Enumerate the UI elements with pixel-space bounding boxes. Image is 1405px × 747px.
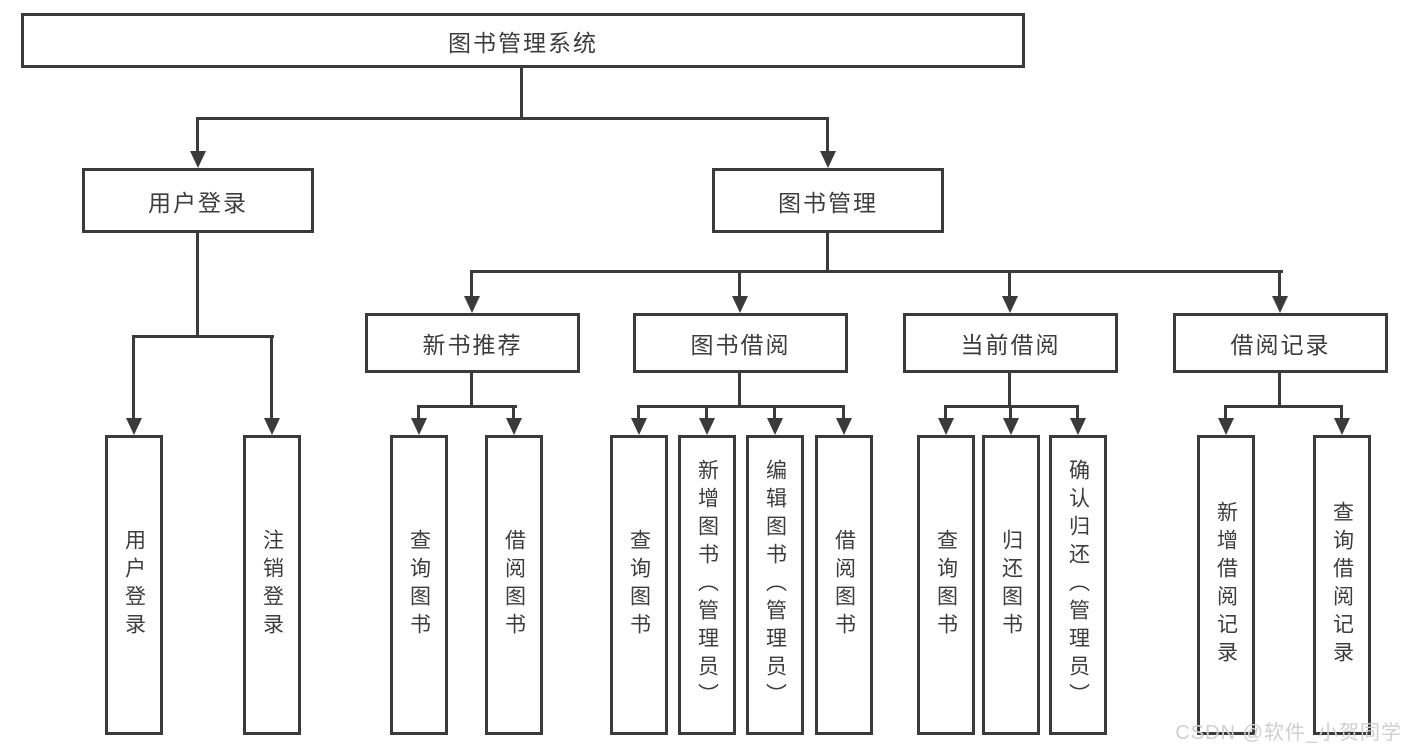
leaf-user-login: 用户登录 (105, 435, 163, 735)
connector-line (270, 335, 273, 419)
connector-line (417, 405, 517, 408)
csdn-watermark: CSDN @软件_小贺同学 (1175, 722, 1402, 744)
connector-line (1008, 373, 1011, 408)
node-book-borrowing-label: 图书借阅 (690, 332, 791, 358)
arrow-down-icon (506, 418, 522, 435)
arrow-down-icon (631, 418, 647, 435)
connector-line (417, 405, 420, 419)
node-borrowing-records: 借阅记录 (1173, 313, 1388, 373)
connector-line (196, 117, 829, 120)
arrow-down-icon (1003, 418, 1019, 435)
arrow-down-icon (1070, 418, 1086, 435)
leaf-borrow-books: 借阅图书 (815, 435, 873, 735)
node-current-borrowing-label: 当前借阅 (960, 332, 1061, 358)
arrow-down-icon (1334, 418, 1350, 435)
connector-line (1340, 405, 1343, 419)
arrow-down-icon (411, 418, 427, 435)
node-book-management: 图书管理 (712, 168, 944, 233)
connector-line (470, 373, 473, 408)
connector-line (773, 405, 776, 419)
arrow-down-icon (190, 151, 206, 168)
node-current-borrowing: 当前借阅 (903, 313, 1118, 373)
node-library-system: 图书管理系统 (21, 13, 1025, 68)
arrow-down-icon (767, 418, 783, 435)
connector-line (826, 117, 829, 153)
connector-line (842, 405, 845, 419)
leaf-add-borrow-record: 新增借阅记录 (1197, 435, 1255, 735)
arrow-down-icon (264, 418, 280, 435)
connector-line (826, 233, 829, 273)
arrow-down-icon (1218, 418, 1234, 435)
arrow-down-icon (464, 296, 480, 313)
leaf-query-borrow-record: 查询借阅记录 (1313, 435, 1371, 735)
arrow-down-icon (1272, 296, 1288, 313)
node-borrowing-records-label: 借阅记录 (1230, 332, 1331, 358)
leaf-borrow-books-recommend: 借阅图书 (485, 435, 543, 735)
node-book-management-label: 图书管理 (778, 189, 878, 216)
connector-line (738, 270, 741, 297)
node-new-book-recommend-label: 新书推荐 (422, 332, 523, 358)
connector-line (132, 335, 274, 338)
node-user-login: 用户登录 (82, 168, 314, 233)
connector-line (1008, 270, 1011, 297)
node-book-borrowing: 图书借阅 (633, 313, 848, 373)
connector-line (1224, 405, 1343, 408)
connector-line (470, 270, 1283, 273)
node-user-login-label: 用户登录 (148, 189, 248, 216)
connector-line (738, 373, 741, 408)
leaf-confirm-return-admin: 确认归还（管理员） (1049, 435, 1107, 735)
arrow-down-icon (1002, 296, 1018, 313)
connector-line (1076, 405, 1079, 419)
connector-line (196, 233, 199, 338)
arrow-down-icon (820, 151, 836, 168)
connector-line (520, 68, 523, 119)
connector-line (705, 405, 708, 419)
connector-line (637, 405, 845, 408)
connector-line (1278, 270, 1281, 297)
leaf-query-books-borrowing: 查询图书 (610, 435, 668, 735)
arrow-down-icon (836, 418, 852, 435)
connector-line (637, 405, 640, 419)
leaf-logout: 注销登录 (243, 435, 301, 735)
connector-line (944, 405, 947, 419)
leaf-edit-books-admin: 编辑图书（管理员） (746, 435, 804, 735)
node-new-book-recommend: 新书推荐 (365, 313, 580, 373)
arrow-down-icon (732, 296, 748, 313)
connector-line (1224, 405, 1227, 419)
leaf-query-books-current: 查询图书 (917, 435, 975, 735)
leaf-query-books-recommend: 查询图书 (390, 435, 448, 735)
connector-line (1278, 373, 1281, 408)
connector-line (132, 335, 135, 419)
connector-line (512, 405, 515, 419)
connector-line (196, 117, 199, 153)
leaf-add-books-admin: 新增图书（管理员） (678, 435, 736, 735)
leaf-return-books: 归还图书 (982, 435, 1040, 735)
arrow-down-icon (126, 418, 142, 435)
connector-line (1009, 405, 1012, 419)
connector-line (470, 270, 473, 297)
arrow-down-icon (699, 418, 715, 435)
arrow-down-icon (938, 418, 954, 435)
node-library-system-label: 图书管理系统 (448, 29, 598, 56)
